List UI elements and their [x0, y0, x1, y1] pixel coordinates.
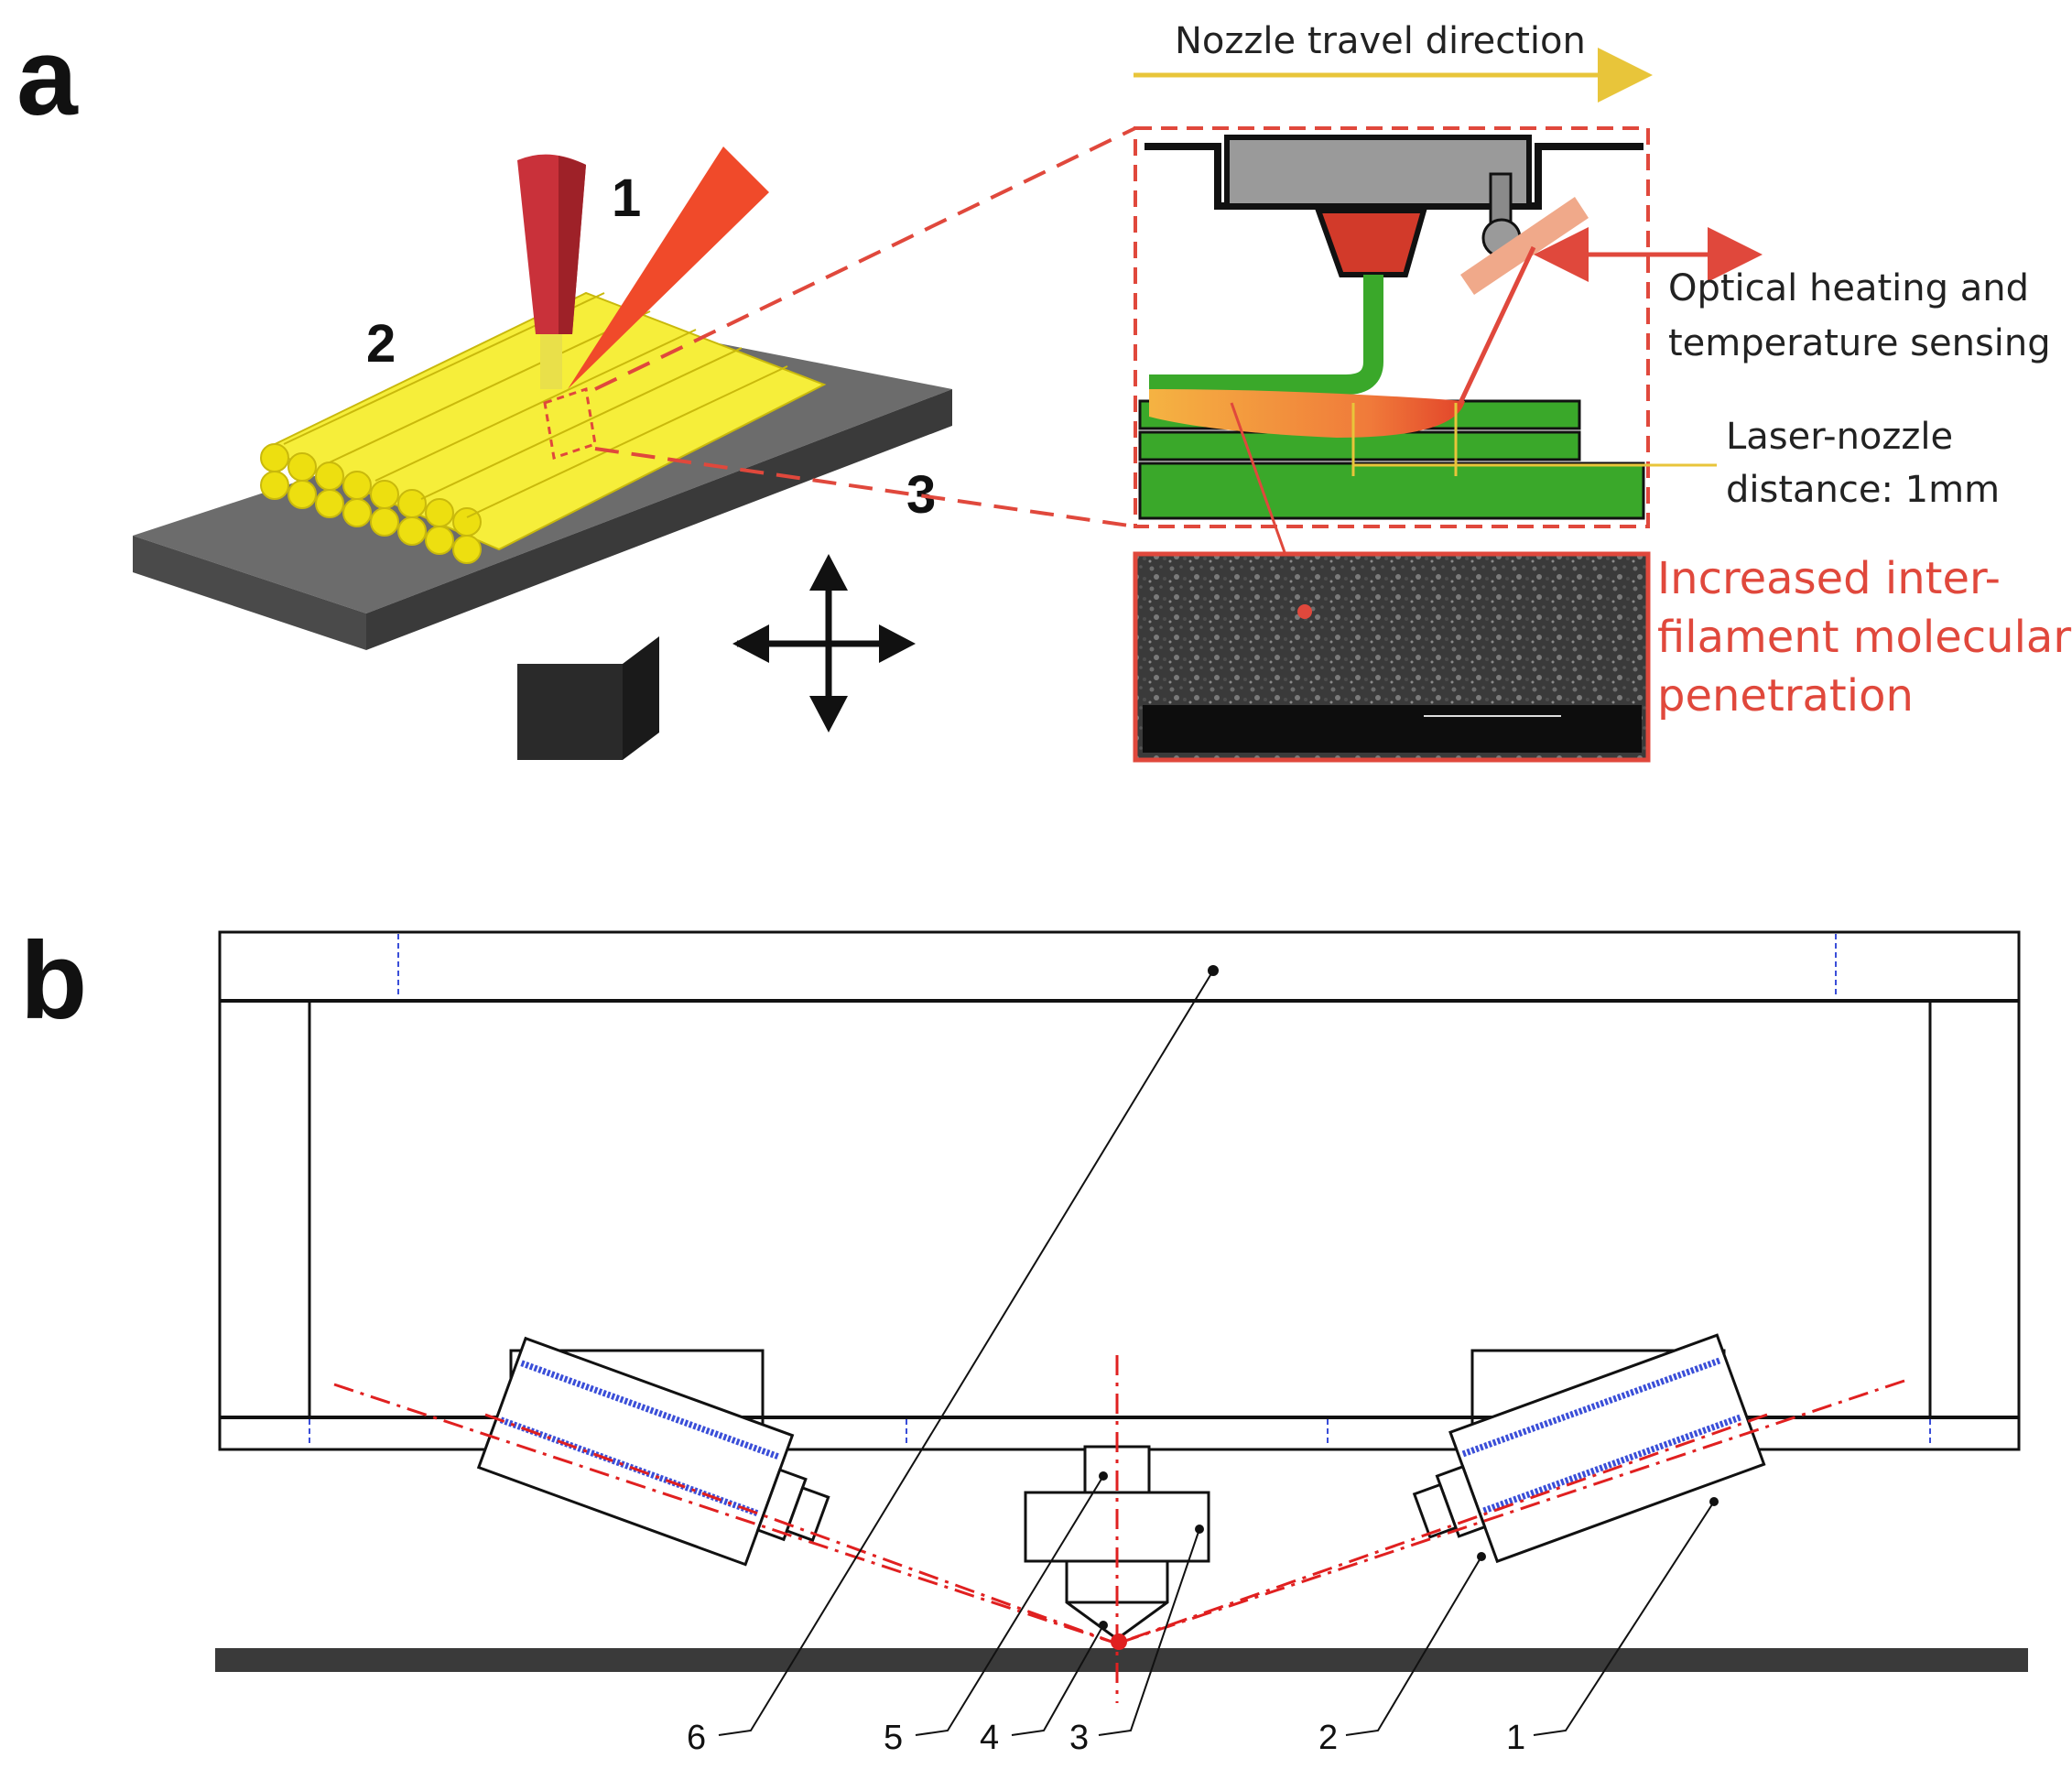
panel-b: b [20, 919, 2028, 1757]
optical-label-line2: temperature sensing [1668, 322, 2051, 364]
nozzle [517, 154, 586, 389]
callout-6: 6 [687, 1719, 706, 1757]
panel-a-letter: a [16, 16, 79, 138]
increased-label-line1: Increased inter- [1657, 553, 2001, 604]
panel-b-letter: b [20, 919, 87, 1042]
callout-1: 1 [1506, 1719, 1525, 1757]
laser-beam [568, 147, 769, 389]
callout-leaders [718, 970, 1715, 1736]
travel-direction-label: Nozzle travel direction [1175, 20, 1586, 62]
callout-5: 5 [884, 1719, 903, 1757]
laser-distance-line2: distance: 1mm [1726, 469, 2000, 511]
gantry-frame [218, 930, 2021, 1451]
optical-label-line1: Optical heating and [1668, 267, 2029, 309]
laser-beams [333, 1355, 1905, 1703]
detail-inset: Nozzle travel direction [1133, 20, 2071, 763]
increased-label-line3: penetration [1657, 670, 1914, 722]
panel-a: a [16, 16, 2071, 763]
laser-distance-line1: Laser-nozzle [1726, 416, 1953, 458]
left-module [476, 1336, 830, 1567]
label-3: 3 [906, 465, 936, 525]
increased-label-line2: filament molecular [1657, 612, 2071, 663]
motion-arrows-icon [732, 554, 916, 733]
build-plate-b [215, 1648, 2028, 1672]
label-2: 2 [366, 314, 396, 374]
zoom-line-top [594, 126, 1136, 391]
label-1: 1 [612, 168, 641, 228]
melt-zone [543, 387, 597, 460]
callout-2: 2 [1318, 1719, 1338, 1757]
callout-3: 3 [1069, 1719, 1089, 1757]
callout-4: 4 [980, 1719, 999, 1757]
zoom-line-bottom [594, 447, 1136, 528]
filament-stack [260, 291, 827, 564]
right-module [1412, 1333, 1766, 1564]
